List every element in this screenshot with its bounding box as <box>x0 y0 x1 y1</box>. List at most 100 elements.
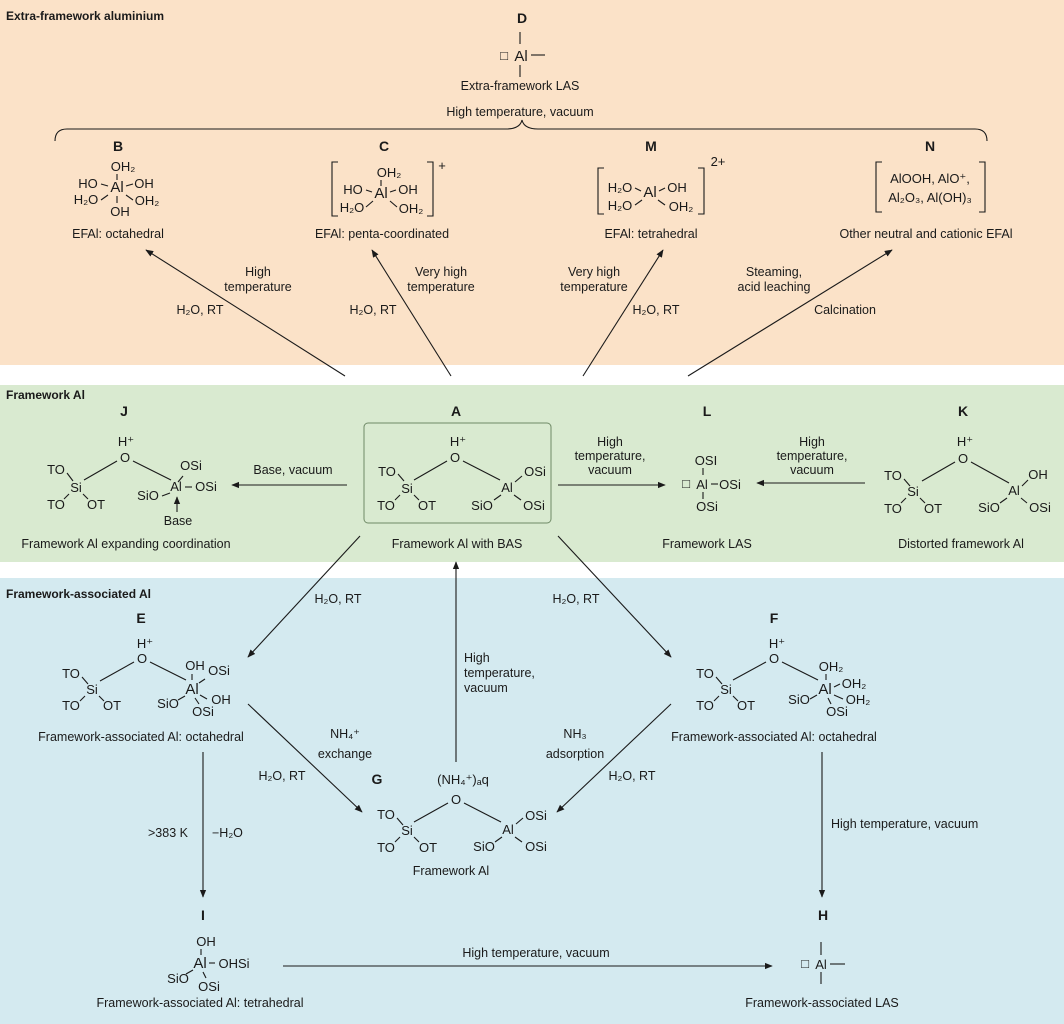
svg-text:OH₂: OH₂ <box>846 692 871 707</box>
svg-text:HO: HO <box>343 182 363 197</box>
svg-text:SiO: SiO <box>788 692 810 707</box>
svg-text:Al: Al <box>815 957 827 972</box>
svg-text:□: □ <box>682 476 690 491</box>
svg-text:OH: OH <box>398 182 418 197</box>
curly-brace <box>54 119 988 142</box>
svg-text:High: High <box>799 435 825 449</box>
svg-text:Al: Al <box>1008 483 1020 498</box>
caption-b: EFAl: octahedral <box>72 227 164 241</box>
structure-m: M 2+ H₂O Al OH H₂O OH₂ EFAl: tetrahedral <box>597 138 725 241</box>
svg-text:H₂O, RT: H₂O, RT <box>177 303 224 317</box>
svg-text:OH: OH <box>1028 467 1048 482</box>
svg-text:OT: OT <box>419 840 437 855</box>
caption-c: EFAl: penta-coordinated <box>315 227 449 241</box>
svg-text:B: B <box>113 138 123 154</box>
svg-text:F: F <box>770 610 779 626</box>
svg-text:OH₂: OH₂ <box>135 193 160 208</box>
svg-text:−H₂O: −H₂O <box>212 826 243 840</box>
svg-text:Si: Si <box>70 480 82 495</box>
vacancy-glyph: □ <box>500 48 508 63</box>
svg-text:Al: Al <box>185 681 198 698</box>
svg-text:OSi: OSi <box>525 808 547 823</box>
caption-n: Other neutral and cationic EFAl <box>839 227 1012 241</box>
svg-text:OSi: OSi <box>719 477 741 492</box>
caption-h: Framework-associated LAS <box>745 996 899 1010</box>
svg-text:OSi: OSi <box>1029 500 1051 515</box>
svg-text:TO: TO <box>377 498 395 513</box>
svg-text:H⁺: H⁺ <box>769 636 785 651</box>
svg-text:Si: Si <box>401 823 413 838</box>
arrow-a-to-m <box>582 249 664 377</box>
svg-text:H₂O: H₂O <box>608 198 633 213</box>
svg-text:temperature: temperature <box>224 280 291 294</box>
svg-text:C: C <box>379 138 389 154</box>
svg-text:N: N <box>925 138 935 154</box>
svg-text:O: O <box>451 792 461 807</box>
svg-text:O: O <box>137 651 147 666</box>
svg-text:Base: Base <box>164 514 193 528</box>
svg-text:OSi: OSi <box>523 498 545 513</box>
svg-text:H₂O, RT: H₂O, RT <box>315 592 362 606</box>
svg-text:Al: Al <box>110 179 123 196</box>
svg-text:OH: OH <box>211 692 231 707</box>
svg-text:adsorption: adsorption <box>546 747 604 761</box>
arrow-f-to-g <box>556 703 672 813</box>
svg-text:Al: Al <box>818 681 831 698</box>
svg-text:High temperature, vacuum: High temperature, vacuum <box>831 817 978 831</box>
svg-text:H₂O, RT: H₂O, RT <box>633 303 680 317</box>
svg-text:OSI: OSI <box>695 453 717 468</box>
structure-d: D □ Al Extra-framework LAS High temperat… <box>446 10 593 119</box>
svg-text:OSi: OSi <box>195 479 217 494</box>
svg-text:OSi: OSi <box>180 458 202 473</box>
svg-text:AlOOH, AlO⁺,: AlOOH, AlO⁺, <box>890 171 970 186</box>
svg-text:(NH₄⁺)ₐq: (NH₄⁺)ₐq <box>437 772 489 787</box>
svg-text:Base, vacuum: Base, vacuum <box>253 463 332 477</box>
svg-text:>383 K: >383 K <box>148 826 189 840</box>
svg-text:M: M <box>645 138 657 154</box>
svg-text:High: High <box>245 265 271 279</box>
svg-text:OH₂: OH₂ <box>842 676 867 691</box>
svg-text:OT: OT <box>103 698 121 713</box>
svg-text:SiO: SiO <box>471 498 493 513</box>
svg-text:Si: Si <box>720 682 732 697</box>
svg-text:L: L <box>703 403 712 419</box>
svg-text:Al: Al <box>170 479 182 494</box>
svg-text:vacuum: vacuum <box>464 681 508 695</box>
structure-f: F H⁺ O TO Si TO OT OH₂ Al OH₂ OH₂ SiO OS… <box>671 610 877 744</box>
structure-j: J H⁺ O TO Si TO OT OSi Al OSi SiO Base F… <box>21 403 230 551</box>
svg-text:OSi: OSi <box>696 499 718 514</box>
svg-text:NH₃: NH₃ <box>563 727 586 741</box>
structure-e: E H⁺ O TO Si TO OT OH OSi Al SiO OH OSi … <box>38 610 244 744</box>
svg-text:H⁺: H⁺ <box>450 434 466 449</box>
svg-text:Al: Al <box>501 480 513 495</box>
svg-text:A: A <box>451 403 461 419</box>
svg-text:OH: OH <box>110 204 130 219</box>
svg-text:SiO: SiO <box>157 696 179 711</box>
svg-text:temperature,: temperature, <box>464 666 535 680</box>
svg-text:OH₂: OH₂ <box>819 659 844 674</box>
svg-text:Very high: Very high <box>415 265 467 279</box>
svg-text:+: + <box>438 158 446 173</box>
arrow-a-to-f <box>557 535 672 658</box>
svg-text:SiO: SiO <box>473 839 495 854</box>
svg-text:acid leaching: acid leaching <box>738 280 811 294</box>
structure-g: G (NH₄⁺)ₐq O TO Si TO OT Al OSi SiO OSi … <box>372 771 547 878</box>
svg-text:TO: TO <box>696 698 714 713</box>
caption-e: Framework-associated Al: octahedral <box>38 730 244 744</box>
svg-text:exchange: exchange <box>318 747 372 761</box>
caption-l: Framework LAS <box>662 537 752 551</box>
svg-text:OH₂: OH₂ <box>111 159 136 174</box>
svg-text:H⁺: H⁺ <box>137 636 153 651</box>
svg-text:OSi: OSi <box>192 704 214 719</box>
condition-d-top: High temperature, vacuum <box>446 105 593 119</box>
svg-text:H₂O: H₂O <box>74 192 99 207</box>
svg-text:OH: OH <box>185 658 205 673</box>
svg-text:K: K <box>958 403 968 419</box>
svg-text:J: J <box>120 403 128 419</box>
svg-text:OSi: OSi <box>524 464 546 479</box>
section-title-associated: Framework-associated Al <box>6 587 151 601</box>
svg-text:OH: OH <box>134 176 154 191</box>
svg-text:OH: OH <box>667 180 687 195</box>
svg-text:O: O <box>120 450 130 465</box>
